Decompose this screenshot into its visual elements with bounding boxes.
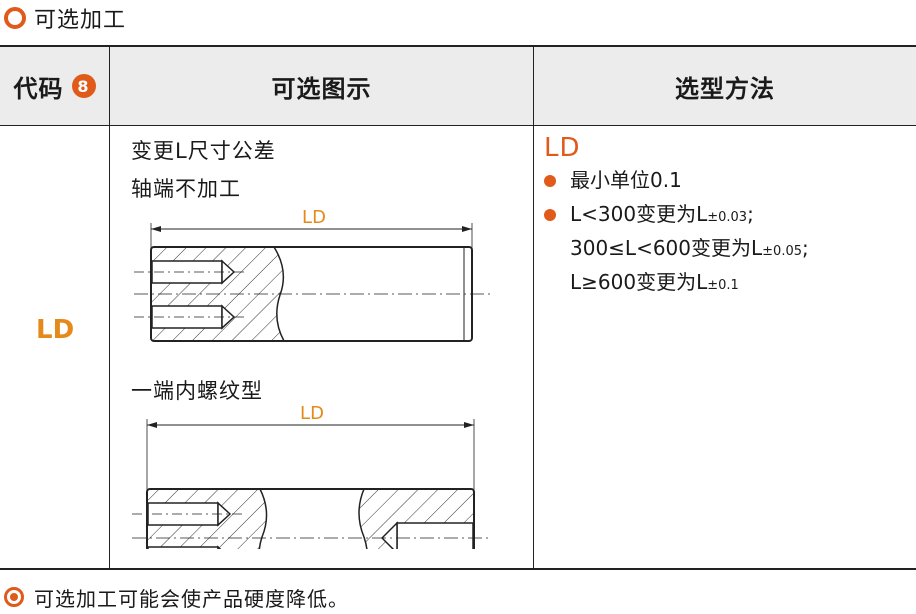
bullet-dot-icon [544,175,556,187]
method-heading: LD [544,133,581,163]
dim-label: LD [300,403,324,424]
dim-arrow-right [464,422,474,428]
diagram1-caption-2: 轴端不加工 [131,177,241,201]
ring-bullet-icon [4,7,26,29]
dim-label: LD [302,207,326,228]
options-table: 代码 8 可选图示 选型方法 LD 变更L尺寸公差 轴端不加工 LD 一端内螺纹… [0,45,916,570]
section-title-text: 可选加工 [34,8,127,33]
tap-hole-2-tip [217,545,222,549]
method-bullet-2-line1: L<300变更为L±0.03; [570,202,754,226]
col-divider-1 [109,45,110,570]
footer-note: 可选加工可能会使产品硬度降低。 [4,582,349,612]
footer-text: 可选加工可能会使产品硬度降低。 [34,586,349,611]
col-divider-2 [533,45,534,570]
bullet-dot-icon [544,209,556,221]
header-diagram: 可选图示 [271,74,372,103]
break-line [273,246,285,342]
section-title: 可选加工 [4,2,126,34]
row-code: LD [36,315,75,345]
method-bullet-1: 最小单位0.1 [544,163,682,197]
dim-arrow-left [147,422,157,428]
diagram2-caption: 一端内螺纹型 [131,379,263,403]
table-bottom-rule [0,568,916,570]
one-end-internal-thread-diagram: LD [132,403,490,549]
break-line-right [358,488,368,549]
table-header-rule [0,125,916,126]
shaft-end-unmachined-diagram: LD [134,207,492,342]
tap-hole-2 [147,546,219,549]
target-bullet-icon [4,587,24,607]
header-code-label: 代码 [13,74,64,103]
break-line-left [258,488,268,549]
diagram1-caption-1: 变更L尺寸公差 [131,139,276,163]
method-bullet-1-text: 最小单位0.1 [570,168,682,192]
dim-arrow-left [151,226,161,232]
table-header-bg [0,47,916,125]
dim-arrow-right [462,226,472,232]
method-bullet-2-line2: 300≤L<600变更为L±0.05; [570,236,809,260]
table-top-rule [0,45,916,47]
header-code: 代码 8 [0,47,109,125]
header-method: 选型方法 [675,74,775,103]
number-badge: 8 [71,74,96,98]
shaft-outline [146,488,475,549]
method-bullet-2: L<300变更为L±0.03; [544,197,754,235]
end-thread-hole [396,522,474,549]
method-bullet-2-line3: L≥600变更为L±0.1 [570,270,739,294]
